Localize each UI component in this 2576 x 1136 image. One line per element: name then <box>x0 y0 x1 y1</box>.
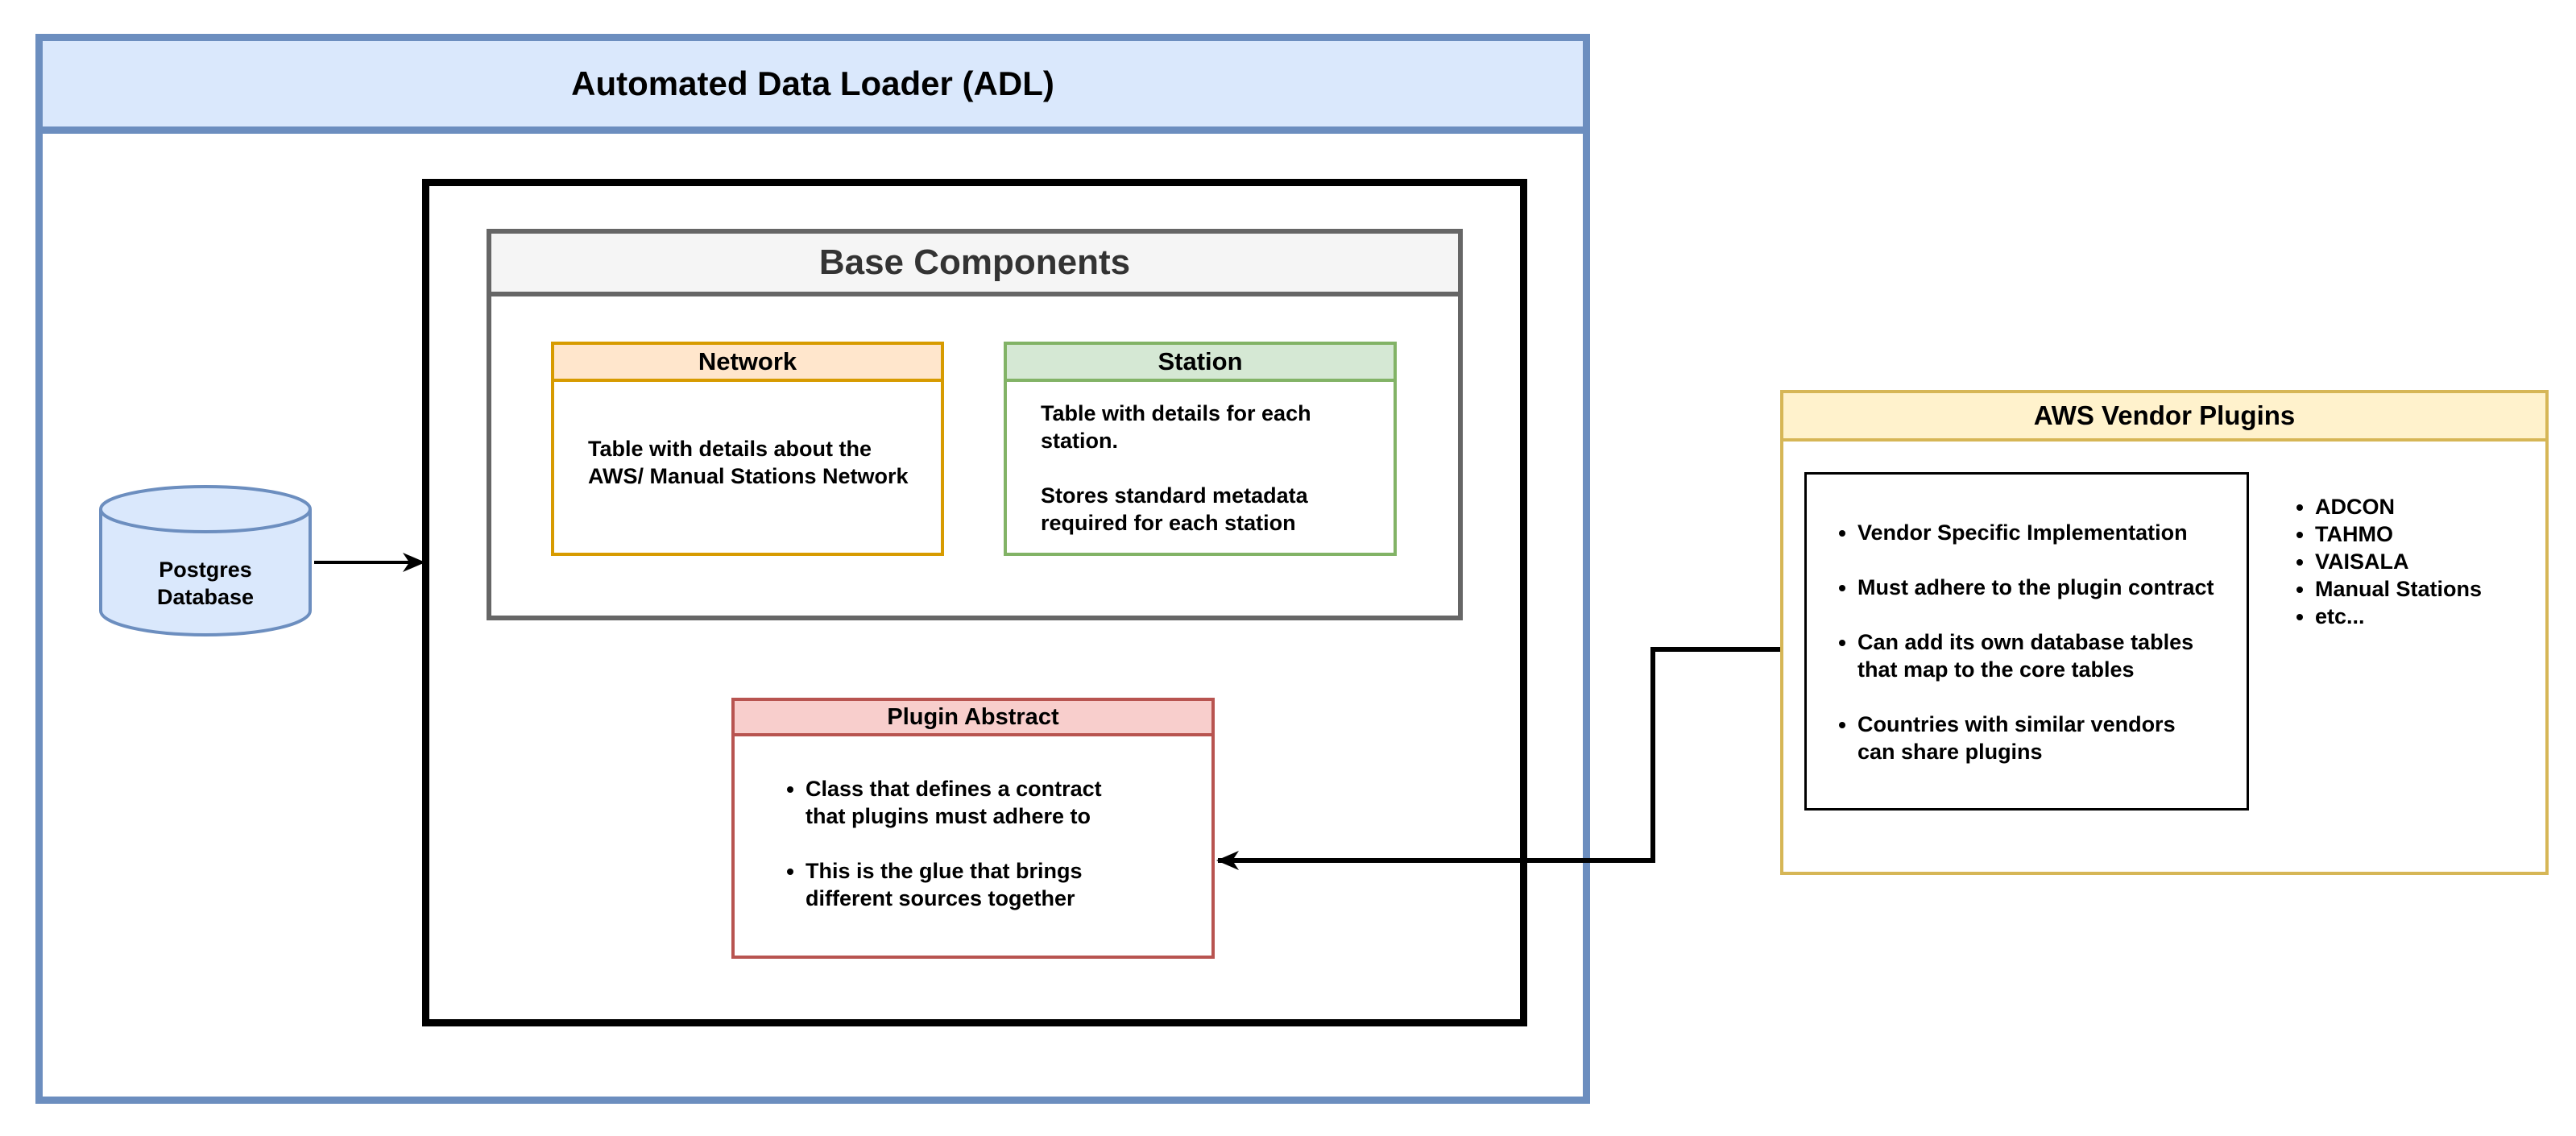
station-paragraph: Table with details for each station. <box>1041 400 1379 454</box>
aws-vendor-features-list: Vendor Specific Implementation Must adhe… <box>1825 519 2244 765</box>
list-item: This is the glue that brings different s… <box>806 857 1200 912</box>
vendor-item: ADCON <box>2315 493 2541 520</box>
list-item: Class that defines a contract that plugi… <box>806 775 1200 830</box>
vendor-item: TAHMO <box>2315 520 2541 548</box>
list-item-line: that plugins must adhere to <box>806 804 1091 828</box>
list-item-line: Vendor Specific Implementation <box>1857 520 2188 545</box>
list-item: Must adhere to the plugin contract <box>1857 574 2244 601</box>
station-line: Stores standard metadata <box>1041 483 1308 508</box>
vendor-item: etc... <box>2315 603 2541 630</box>
plugin-abstract-title: Plugin Abstract <box>731 698 1215 736</box>
list-item: Vendor Specific Implementation <box>1857 519 2244 546</box>
database-label-line: Database <box>156 585 255 609</box>
network-description-line: AWS/ Manual Stations Network <box>588 464 909 488</box>
vendor-item: Manual Stations <box>2315 575 2541 603</box>
base-components-title: Base Components <box>487 229 1463 296</box>
database-label-line: Postgres <box>159 558 252 582</box>
aws-vendor-plugins-title: AWS Vendor Plugins <box>1780 390 2549 442</box>
list-item: Can add its own database tables that map… <box>1857 628 2244 683</box>
station-line: Table with details for each <box>1041 401 1311 425</box>
network-description: Table with details about the AWS/ Manual… <box>588 435 926 490</box>
list-item-line: Must adhere to the plugin contract <box>1857 575 2214 599</box>
aws-vendor-features: Vendor Specific Implementation Must adhe… <box>1825 519 2244 765</box>
vendor-item: VAISALA <box>2315 548 2541 575</box>
station-paragraph: Stores standard metadata required for ea… <box>1041 482 1379 537</box>
list-item-line: Can add its own database tables <box>1857 630 2194 654</box>
list-item-line: can share plugins <box>1857 740 2043 764</box>
plugin-abstract-description: Class that defines a contract that plugi… <box>773 775 1200 912</box>
list-item-line: that map to the core tables <box>1857 657 2135 682</box>
list-item-line: This is the glue that brings <box>806 859 1083 883</box>
vendor-list: ADCON TAHMO VAISALA Manual Stations etc.… <box>2283 493 2541 630</box>
list-item-line: Countries with similar vendors <box>1857 712 2176 736</box>
vendor-names: ADCON TAHMO VAISALA Manual Stations etc.… <box>2283 493 2541 630</box>
network-description-line: Table with details about the <box>588 437 872 461</box>
station-title: Station <box>1004 342 1397 382</box>
list-item-line: different sources together <box>806 886 1075 910</box>
network-title: Network <box>551 342 944 382</box>
adl-title: Automated Data Loader (ADL) <box>35 34 1590 134</box>
station-line: station. <box>1041 429 1119 453</box>
plugin-abstract-list: Class that defines a contract that plugi… <box>773 775 1200 912</box>
database-cylinder-icon <box>99 485 312 636</box>
list-item: Countries with similar vendors can share… <box>1857 711 2244 765</box>
station-line: required for each station <box>1041 511 1296 535</box>
aws-vendor-features-box <box>1804 472 2249 811</box>
station-description: Table with details for each station. Sto… <box>1041 400 1379 537</box>
database-label: Postgres Database <box>97 556 314 611</box>
list-item-line: Class that defines a contract <box>806 777 1102 801</box>
